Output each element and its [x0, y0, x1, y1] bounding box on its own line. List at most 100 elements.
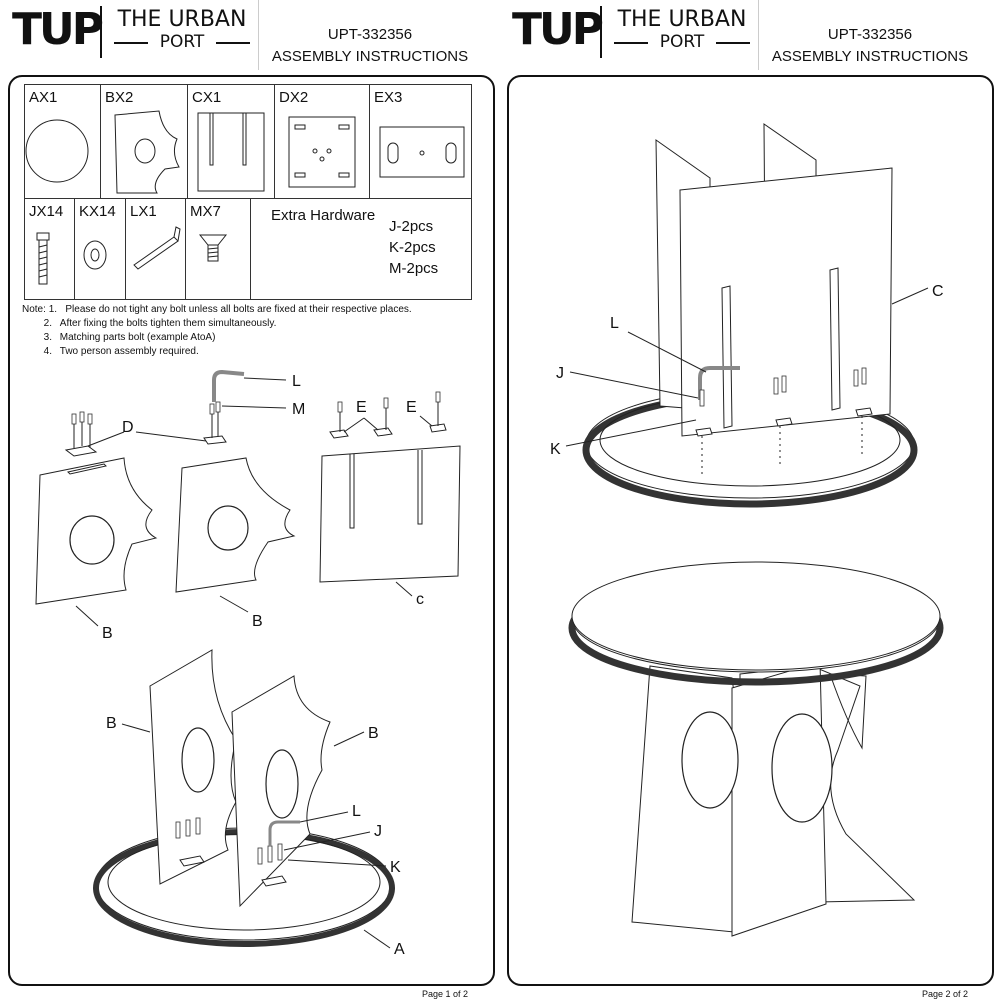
callout-l: L — [610, 315, 619, 332]
brand-logo-mark: TUP — [12, 4, 104, 55]
callout-b: B — [102, 625, 113, 642]
step-1-illustration: D B L M B — [35, 369, 461, 958]
note-text: Matching parts bolt (example AtoA) — [59, 332, 216, 343]
allen-key-l — [212, 369, 245, 402]
note-text: Two person assembly required. — [59, 346, 199, 357]
extra-hardware-cell: Extra Hardware J-2pcs K-2pcs M-2pcs — [251, 199, 471, 299]
table-legs — [631, 661, 916, 937]
callout-k-leader — [287, 859, 387, 867]
note-number: 4. — [43, 346, 52, 357]
note-number: 1. — [48, 304, 58, 315]
header-divider — [758, 0, 759, 70]
callout-l-leader — [627, 331, 707, 373]
brand-subname: PORT — [112, 32, 252, 52]
callout-d: D — [122, 419, 134, 436]
hardware-group — [175, 817, 300, 887]
callout-j-leader — [569, 371, 699, 399]
note-2: 2. After fixing the bolts tighten them s… — [22, 318, 277, 330]
document-title: ASSEMBLY INSTRUCTIONS — [271, 48, 469, 65]
part-label: LX1 — [130, 203, 157, 220]
callout-b-leader — [121, 723, 151, 733]
callout-k-leader — [565, 419, 697, 447]
callout-j-leader — [283, 831, 371, 851]
part-label: CX1 — [192, 89, 222, 106]
center-panel-icon — [197, 112, 265, 192]
callout-m: M — [292, 401, 305, 418]
callout-l-leader — [243, 377, 287, 381]
part-label: AX1 — [29, 89, 58, 106]
tabletop — [568, 561, 944, 686]
note-prefix: Note: — [22, 304, 46, 315]
part-cell-l: LX1 — [126, 199, 186, 299]
assembled-table-illustration — [568, 561, 944, 937]
part-label: DX2 — [279, 89, 309, 106]
callout-e-leader — [343, 417, 379, 433]
callout-j: J — [374, 823, 382, 840]
page-frame — [507, 75, 994, 986]
part-cell-k: KX14 — [75, 199, 126, 299]
callout-c: C — [932, 283, 944, 300]
extra-hardware-item: K-2pcs — [389, 239, 436, 256]
callout-l-leader — [299, 811, 349, 823]
extra-hardware-title: Extra Hardware — [271, 207, 376, 224]
note-number: 2. — [43, 318, 52, 329]
callout-b: B — [368, 725, 379, 742]
callout-l: L — [352, 803, 361, 820]
part-cell-c: CX1 — [188, 85, 275, 199]
bracket-e-set — [329, 391, 447, 439]
bracket-d-2 — [203, 401, 227, 445]
leg-panel-b-3 — [149, 649, 237, 885]
center-panel-c — [319, 445, 461, 583]
note-text: After fixing the bolts tighten them simu… — [59, 318, 277, 329]
round-top-icon — [25, 119, 89, 183]
product-code: UPT-332356 — [327, 26, 413, 43]
note-number: 3. — [43, 332, 52, 343]
step-2-illustration: C L J K — [550, 123, 944, 508]
leg-panel-b-4 — [231, 675, 331, 908]
part-label: BX2 — [105, 89, 134, 106]
parts-table: AX1 BX2 CX1 DX2 — [24, 84, 472, 300]
note-4: 4. Two person assembly required. — [22, 346, 199, 358]
center-panel-c — [679, 167, 893, 437]
part-label: MX7 — [190, 203, 221, 220]
note-3: 3. Matching parts bolt (example AtoA) — [22, 332, 216, 344]
washer-icon — [83, 240, 107, 270]
header: TUP THE URBAN PORT UPT-332356 ASSEMBLY I… — [500, 0, 1000, 75]
callout-c: c — [416, 591, 424, 608]
callout-a-leader — [363, 929, 391, 949]
logo-divider — [100, 6, 102, 58]
page-2: TUP THE URBAN PORT UPT-332356 ASSEMBLY I… — [500, 0, 1000, 1000]
extra-hardware-item: J-2pcs — [389, 218, 434, 235]
callout-j: J — [556, 365, 564, 382]
callout-l: L — [292, 373, 301, 390]
callout-e-leader — [419, 415, 433, 427]
callout-b-leader — [75, 605, 99, 627]
brand-name: THE URBAN — [117, 7, 247, 32]
callout-k: K — [550, 441, 561, 458]
callout-a: A — [394, 941, 405, 958]
callout-c-leader — [395, 581, 413, 597]
header: TUP THE URBAN PORT UPT-332356 ASSEMBLY I… — [0, 0, 500, 75]
part-cell-b: BX2 — [101, 85, 188, 199]
slot-plate-icon — [379, 126, 465, 178]
part-label: EX3 — [374, 89, 403, 106]
leg-panel-b-1 — [35, 457, 158, 605]
brand-name: THE URBAN — [617, 7, 747, 32]
brand-logo-mark: TUP — [512, 4, 604, 55]
bolt-icon — [36, 232, 50, 285]
page-number: Page 1 of 2 — [421, 989, 468, 999]
leg-panel-icon — [114, 110, 180, 194]
part-cell-j: JX14 — [25, 199, 75, 299]
part-label: KX14 — [79, 203, 116, 220]
product-code: UPT-332356 — [827, 26, 913, 43]
part-cell-m: MX7 — [186, 199, 251, 299]
header-divider — [258, 0, 259, 70]
brand-subname: PORT — [612, 32, 752, 52]
callout-b: B — [252, 613, 263, 630]
callout-b-leader — [333, 731, 365, 747]
callout-e: E — [406, 399, 417, 416]
part-cell-e: EX3 — [370, 85, 471, 199]
page-frame — [8, 75, 495, 986]
extra-hardware-item: M-2pcs — [389, 260, 439, 277]
note-1: Note: 1. Please do not tight any bolt un… — [22, 304, 412, 316]
